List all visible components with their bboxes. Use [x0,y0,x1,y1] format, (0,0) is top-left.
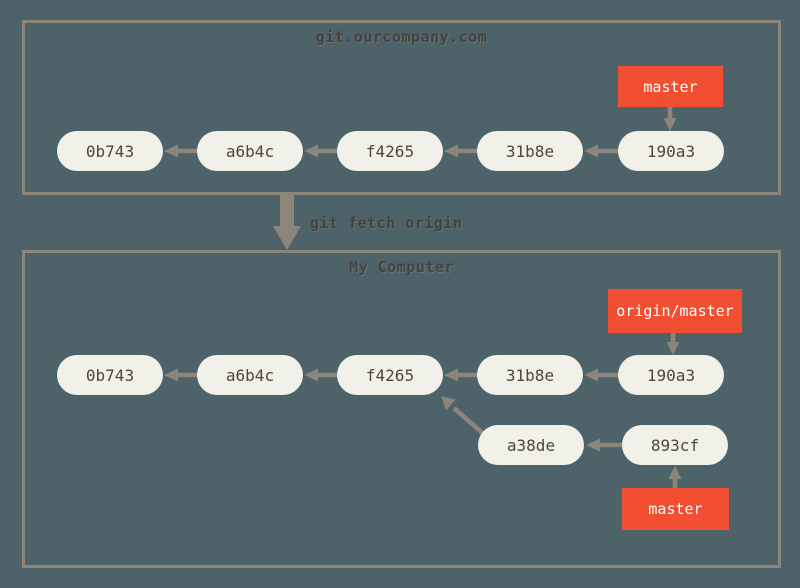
arrow-local-master-to-893cf [668,466,682,489]
local-commit-0b743: 0b743 [57,355,163,395]
remote-commit-f4265: f4265 [337,131,443,171]
arrow-origin-master-to-190a3 [666,332,680,355]
local-commit-31b8e: 31b8e [477,355,583,395]
arrow-local-190a3-to-31b8e [584,368,620,382]
remote-server-box: git.ourcompany.com [22,20,781,195]
remote-commit-190a3: 190a3 [618,131,724,171]
local-commit-190a3: 190a3 [618,355,724,395]
arrow-local-f4265-to-a6b4c [304,368,340,382]
fetch-arrow [273,193,301,250]
local-commit-a6b4c: a6b4c [197,355,303,395]
arrow-remote-master-to-190a3 [663,106,677,131]
arrow-local-893cf-to-a38de [586,438,624,452]
arrow-remote-f4265-to-a6b4c [304,144,340,158]
remote-server-title: git.ourcompany.com [315,28,488,46]
arrow-remote-31b8e-to-f4265 [444,144,480,158]
arrow-local-31b8e-to-f4265 [444,368,480,382]
remote-master-branch-label: master [618,66,723,107]
arrow-remote-a6b4c-to-0b743 [164,144,200,158]
local-commit-893cf: 893cf [622,425,728,465]
fetch-command-label: git fetch origin [310,214,463,232]
arrow-local-a6b4c-to-0b743 [164,368,200,382]
arrow-local-a38de-to-f4265 [441,396,489,439]
remote-commit-a6b4c: a6b4c [197,131,303,171]
remote-commit-31b8e: 31b8e [477,131,583,171]
local-commit-a38de: a38de [478,425,584,465]
remote-commit-0b743: 0b743 [57,131,163,171]
local-commit-f4265: f4265 [337,355,443,395]
origin-master-branch-label: origin/master [608,289,742,333]
local-computer-title: My Computer [349,258,454,276]
local-computer-box: My Computer [22,250,781,568]
arrow-remote-190a3-to-31b8e [584,144,620,158]
local-master-branch-label: master [622,488,729,530]
